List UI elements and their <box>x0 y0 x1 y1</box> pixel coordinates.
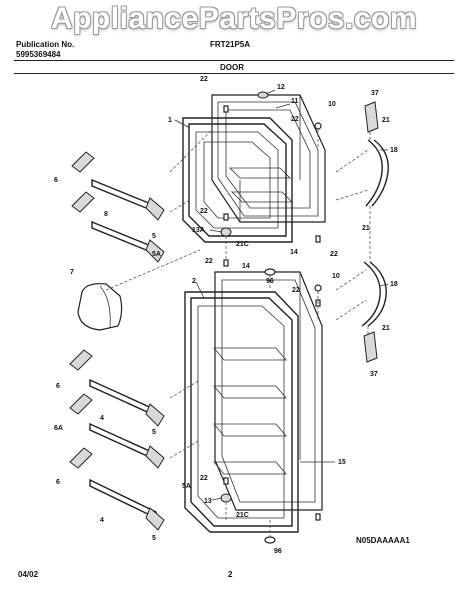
callout-12: 12 <box>277 84 285 91</box>
trim-bar-upper-1 <box>71 151 165 221</box>
callout-22-fresh-hinge: 22 <box>292 287 300 294</box>
callout-6-fresh-food: 6 <box>56 383 60 390</box>
callout-6-freezer: 6 <box>54 177 58 184</box>
callout-6A: 6A <box>54 425 63 432</box>
callout-96-upper: 96 <box>266 278 274 285</box>
callout-5A-freezer: 5A <box>152 251 161 258</box>
callout-4-upper: 4 <box>100 415 104 422</box>
trim-bar-lower-2 <box>69 393 165 469</box>
callout-5-freezer: 5 <box>152 233 156 240</box>
callout-14-freezer: 14 <box>242 263 250 270</box>
callout-22-hinge-top: 22 <box>291 116 299 123</box>
callout-96-lower: 96 <box>274 548 282 555</box>
callout-14-hinge: 14 <box>290 249 298 256</box>
callout-4-lower: 4 <box>100 517 104 524</box>
callout-18-upper: 18 <box>390 147 398 154</box>
callout-22-fresh-top: 22 <box>205 258 213 265</box>
callout-8: 8 <box>104 211 108 218</box>
callout-5-fresh-food: 5 <box>152 429 156 436</box>
callout-7: 7 <box>70 269 74 276</box>
footer-diagram-code: N05DAAAAA1 <box>356 536 410 545</box>
callout-18-lower: 18 <box>390 281 398 288</box>
callout-13A: 13A <box>192 227 205 234</box>
callout-2: 2 <box>192 278 196 285</box>
footer-date: 04/02 <box>18 570 39 579</box>
callout-22-right: 22 <box>330 251 338 258</box>
end-cap-37-upper <box>364 101 379 133</box>
fresh-food-shelves <box>213 347 287 475</box>
callout-6-bottom: 6 <box>56 479 60 486</box>
callout-22-freezer-bottom: 22 <box>200 208 208 215</box>
handle-lower-18 <box>361 261 387 327</box>
fresh-food-door-panel <box>214 271 323 511</box>
callout-21C-fresh-food: 21C <box>236 512 249 519</box>
callout-37-upper: 37 <box>371 90 379 97</box>
header-rule-top <box>14 60 454 61</box>
trim-bar-upper-2 <box>71 191 165 263</box>
callout-21-upper: 21 <box>382 117 390 124</box>
callout-10-fresh-food: 10 <box>332 273 340 280</box>
callout-13: 13 <box>204 498 212 505</box>
section-title: DOOR <box>220 63 244 72</box>
callout-21C-freezer: 21C <box>236 241 249 248</box>
callout-21-lower: 21 <box>382 325 390 332</box>
freezer-door-panel <box>211 94 326 223</box>
callout-5-bottom: 5 <box>152 535 156 542</box>
trim-bar-lower-1 <box>69 349 165 427</box>
leader-lines <box>174 89 389 501</box>
model-number: FRT21P5A <box>210 40 251 49</box>
butter-door-part-7 <box>77 283 123 331</box>
callout-5A-fresh-food: 5A <box>182 483 191 490</box>
trim-bar-lower-3 <box>69 447 165 531</box>
watermark-logo: AppliancePartsPros.com <box>50 2 418 35</box>
callout-21-middle: 21 <box>362 225 370 232</box>
callout-11: 11 <box>291 98 299 105</box>
callout-22-fresh-bottom: 22 <box>200 475 208 482</box>
callout-10-freezer: 10 <box>328 101 336 108</box>
publication-number: 5995369484 <box>16 50 61 59</box>
handle-upper-18 <box>365 139 389 207</box>
alignment-lines <box>105 129 371 537</box>
publication-label: Publication No. <box>16 40 75 49</box>
callout-22-top: 22 <box>200 76 208 83</box>
callout-15: 15 <box>338 459 346 466</box>
footer-page: 2 <box>228 570 233 579</box>
callout-1: 1 <box>168 117 172 124</box>
end-cap-37-lower <box>363 331 378 363</box>
callout-37-lower: 37 <box>370 371 378 378</box>
header-rule-bottom <box>14 73 454 74</box>
fresh-food-door-gasket <box>184 291 299 533</box>
freezer-door-gasket <box>182 117 293 243</box>
freezer-shelves <box>229 167 293 203</box>
